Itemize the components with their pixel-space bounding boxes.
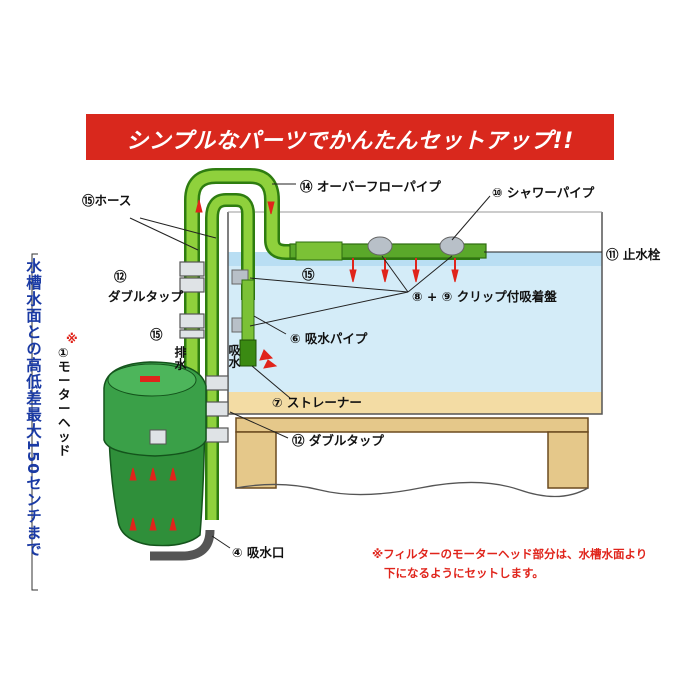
- double-tap-left-label: ダブルタップ: [108, 289, 184, 304]
- suction-pipe-label: ⑥ 吸水パイプ: [290, 331, 368, 346]
- tank-sand: [228, 392, 602, 414]
- footnote-line2: 下になるようにセットします。: [384, 566, 544, 580]
- title-text: シンプルなパーツでかんたんセットアップ!!: [126, 129, 574, 154]
- intake-label: 吸水: [227, 344, 241, 368]
- footnote-line1: ※フィルターのモーターヘッド部分は、水槽水面より: [372, 547, 648, 561]
- part15-left-label: ⑮: [150, 327, 163, 342]
- flow-arrows: [129, 199, 459, 531]
- wooden-stand: [235, 417, 589, 498]
- strainer-label: ⑦ ストレーナー: [272, 395, 362, 410]
- tank-outline: [227, 212, 603, 415]
- double-tap: [179, 261, 229, 443]
- shower-pipe-joint: [295, 241, 343, 261]
- sucker-cup: [439, 236, 465, 256]
- motor-head-mark: ※: [66, 332, 78, 346]
- height-bracket: [31, 253, 38, 591]
- overflow-pipe: [184, 168, 480, 520]
- shower-pipe-label: ⑩ シャワーパイプ: [492, 185, 595, 200]
- double-tap-left-number: ⑫: [114, 269, 127, 284]
- leader-lines: [129, 183, 602, 549]
- strainer: [239, 339, 257, 367]
- drain-label: 排水: [173, 346, 187, 370]
- clip-sucker-label: ⑧ + ⑨ クリップ付吸着盤: [412, 289, 557, 304]
- intake-hose: [150, 529, 215, 561]
- hose-label: ⑮ホース: [82, 193, 132, 208]
- intake-port-label: ④ 吸水口: [232, 545, 285, 560]
- title-banner: シンプルなパーツでかんたんセットアップ!!: [86, 114, 614, 160]
- sucker-cup: [367, 236, 393, 256]
- double-tap-right-label: ⑫ ダブルタップ: [292, 433, 384, 448]
- height-limit-note: 水槽水面との高低差最大150センチまで: [24, 258, 42, 558]
- motor-head-label: ①モーターヘッド: [58, 345, 71, 458]
- filter-canister: [103, 361, 207, 547]
- stopper-label: ⑪ 止水栓: [606, 247, 661, 262]
- overflow-pipe-label: ⑭ オーバーフローパイプ: [300, 179, 441, 194]
- part15-tank-label: ⑮: [302, 267, 315, 282]
